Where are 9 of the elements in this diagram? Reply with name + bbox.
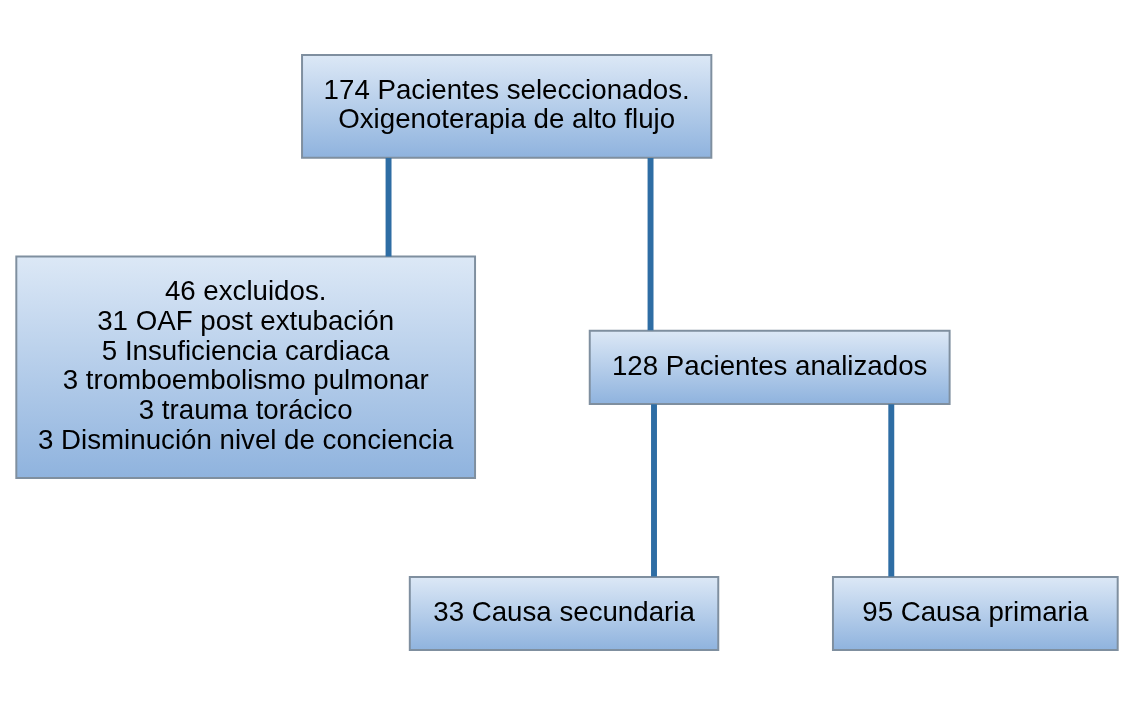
connector: [888, 403, 895, 576]
connector: [651, 403, 657, 576]
node-box: 174 Pacientes seleccionados. Oxigenoterapia de alto flujo: [301, 53, 713, 159]
node-box: 128 Pacientes analizados: [588, 329, 951, 405]
node-box: 46 excluidos. 31 OAF post extubación 5 Insuficiencia cardiaca 3 tromboembolismo pulmonar 3 trauma torácico 3 Disminución nivel de conciencia: [15, 255, 477, 479]
connector: [647, 157, 654, 330]
node-box: 95 Causa primaria: [831, 575, 1119, 651]
node-box: 33 Causa secundaria: [408, 575, 720, 651]
connector: [385, 157, 392, 256]
